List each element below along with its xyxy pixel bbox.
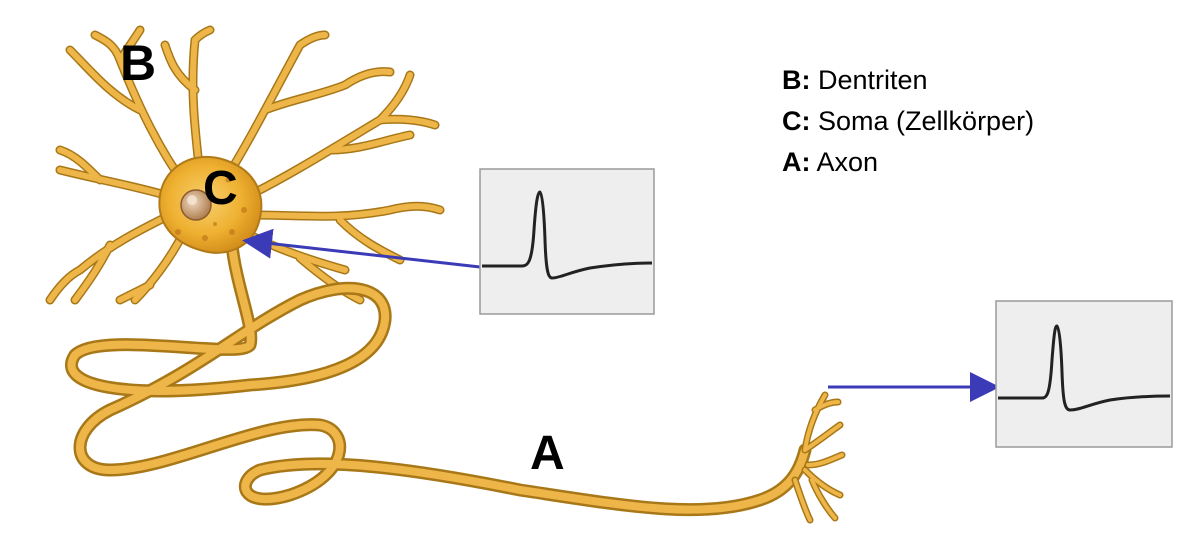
soma — [158, 155, 263, 254]
action-potential-trace — [995, 300, 1173, 448]
legend-text: Axon — [816, 147, 879, 177]
legend-item: C: Soma (Zellkörper) — [782, 101, 1034, 142]
legend-item: B: Dentriten — [782, 60, 1034, 101]
legend: B: Dentriten C: Soma (Zellkörper) A: Axo… — [782, 60, 1034, 183]
dendrites-marker: B — [120, 35, 157, 91]
soma-marker: C — [203, 162, 238, 215]
legend-key: B: — [782, 65, 811, 95]
action-potential-trace — [479, 168, 655, 315]
axon-terminal — [791, 391, 846, 524]
axon — [65, 238, 812, 517]
legend-key: C: — [782, 106, 811, 136]
legend-key: A: — [782, 147, 811, 177]
legend-item: A: Axon — [782, 142, 1034, 183]
legend-text: Dentriten — [818, 65, 928, 95]
legend-text: Soma (Zellkörper) — [818, 106, 1035, 136]
arrow — [242, 228, 481, 269]
dendrites — [45, 25, 445, 305]
axon-marker: A — [530, 427, 565, 480]
